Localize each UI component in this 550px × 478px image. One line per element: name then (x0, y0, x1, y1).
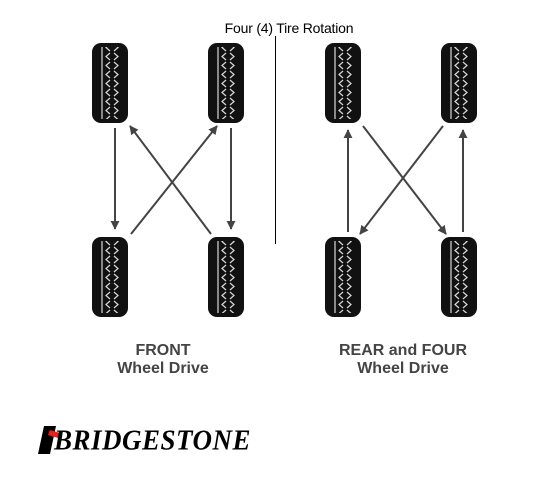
center-divider (275, 36, 276, 244)
rear-four-wheel-drive-caption: REAR and FOUR Wheel Drive (318, 342, 488, 378)
bridgestone-b-logo-icon (38, 426, 60, 454)
diagram-title: Four (4) Tire Rotation (224, 20, 354, 36)
brand-accent-mark (48, 430, 60, 438)
caption-line-2: Wheel Drive (117, 360, 209, 377)
arrow-front-left-to-rear-right (362, 125, 447, 235)
bridgestone-wordmark: BRIDGESTONE (54, 424, 252, 456)
tire-rear-right (441, 237, 477, 317)
tire-front-left (92, 43, 128, 123)
arrow-rear-left-to-front-right (130, 125, 218, 235)
rear-four-wheel-drive-diagram (325, 43, 477, 317)
caption-line-2: Wheel Drive (357, 360, 449, 377)
arrow-front-right-to-rear-left (359, 125, 444, 235)
tire-front-right (441, 43, 477, 123)
caption-line-1: REAR and FOUR (339, 342, 467, 359)
front-wheel-drive-diagram (92, 43, 244, 317)
tire-front-left (325, 43, 361, 123)
caption-line-1: FRONT (135, 342, 191, 359)
front-wheel-drive-caption: FRONT Wheel Drive (93, 342, 233, 378)
tire-rear-left (92, 237, 128, 317)
tire-front-right (208, 43, 244, 123)
tire-rear-right (208, 237, 244, 317)
tire-rear-left (325, 237, 361, 317)
arrow-rear-right-to-front-left (129, 125, 212, 235)
